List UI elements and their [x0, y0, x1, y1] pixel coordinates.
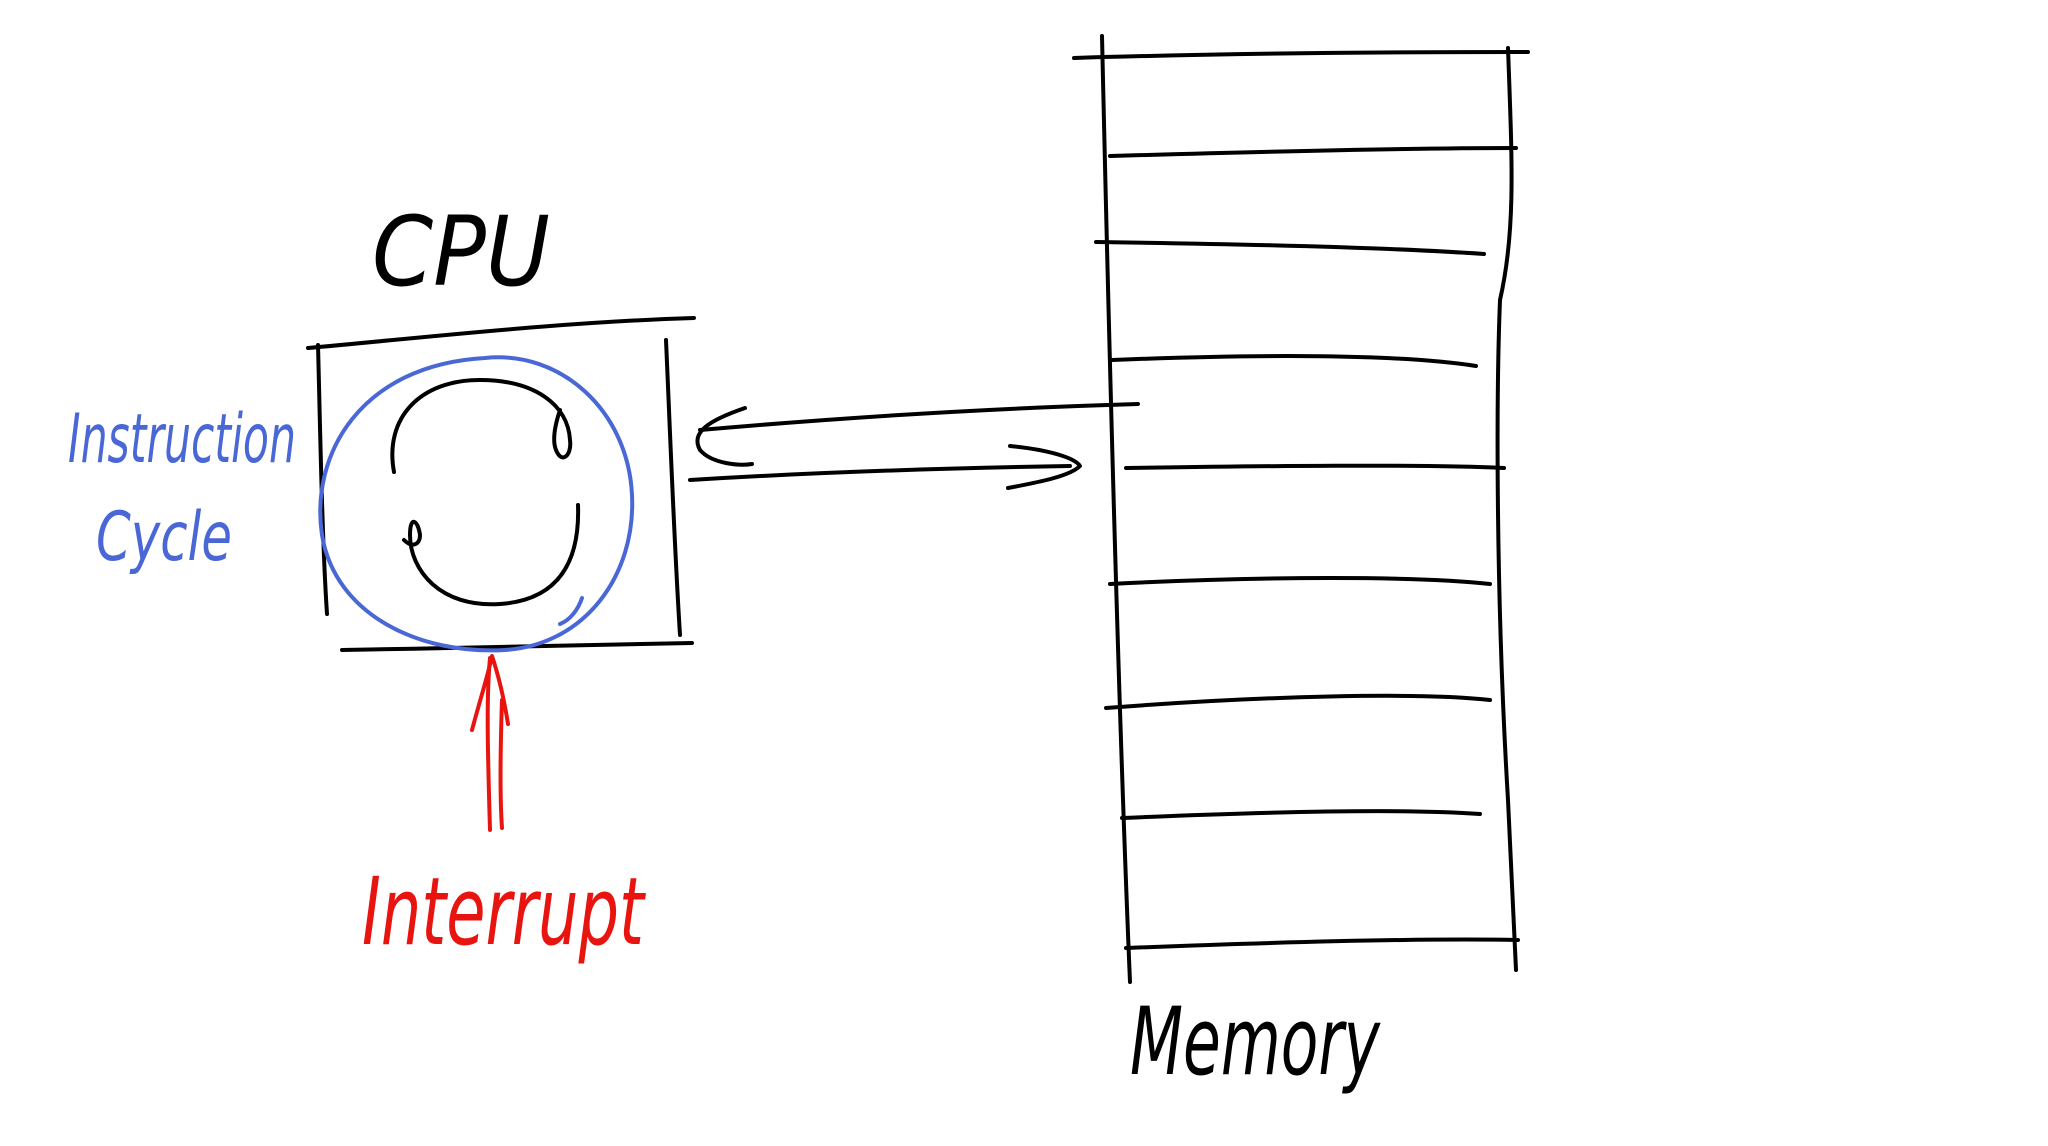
memory-cell-divider: [1094, 240, 1486, 256]
cycle-arrows-icon: [390, 378, 581, 607]
data-bus-arrows-icon: [688, 402, 1140, 490]
cpu-box: [306, 316, 696, 652]
interrupt-arrow-icon: [470, 654, 510, 832]
instruction-cycle-circle: [318, 355, 635, 653]
memory-block: [1072, 34, 1530, 984]
memory-cell-divider: [1124, 463, 1506, 470]
interrupt-group: Interrupt: [362, 654, 646, 967]
cpu-label: CPU: [372, 196, 550, 308]
memory-cell-divider: [1124, 937, 1520, 950]
instruction-cycle-label-line2: Cycle: [96, 498, 232, 577]
memory-cell-divider: [1110, 354, 1478, 368]
memory-cell-divider: [1120, 809, 1482, 820]
memory-cells: [1094, 146, 1520, 950]
cpu-group: CPU Instruction Cycle: [68, 196, 696, 653]
memory-cell-divider: [1108, 576, 1492, 586]
memory-group: Memory: [1072, 34, 1530, 1097]
interrupt-label: Interrupt: [362, 858, 646, 967]
memory-label: Memory: [1130, 988, 1381, 1097]
memory-cell-divider: [1108, 146, 1518, 158]
instruction-cycle-label-line1: Instruction: [68, 400, 296, 479]
memory-cell-divider: [1104, 693, 1492, 710]
